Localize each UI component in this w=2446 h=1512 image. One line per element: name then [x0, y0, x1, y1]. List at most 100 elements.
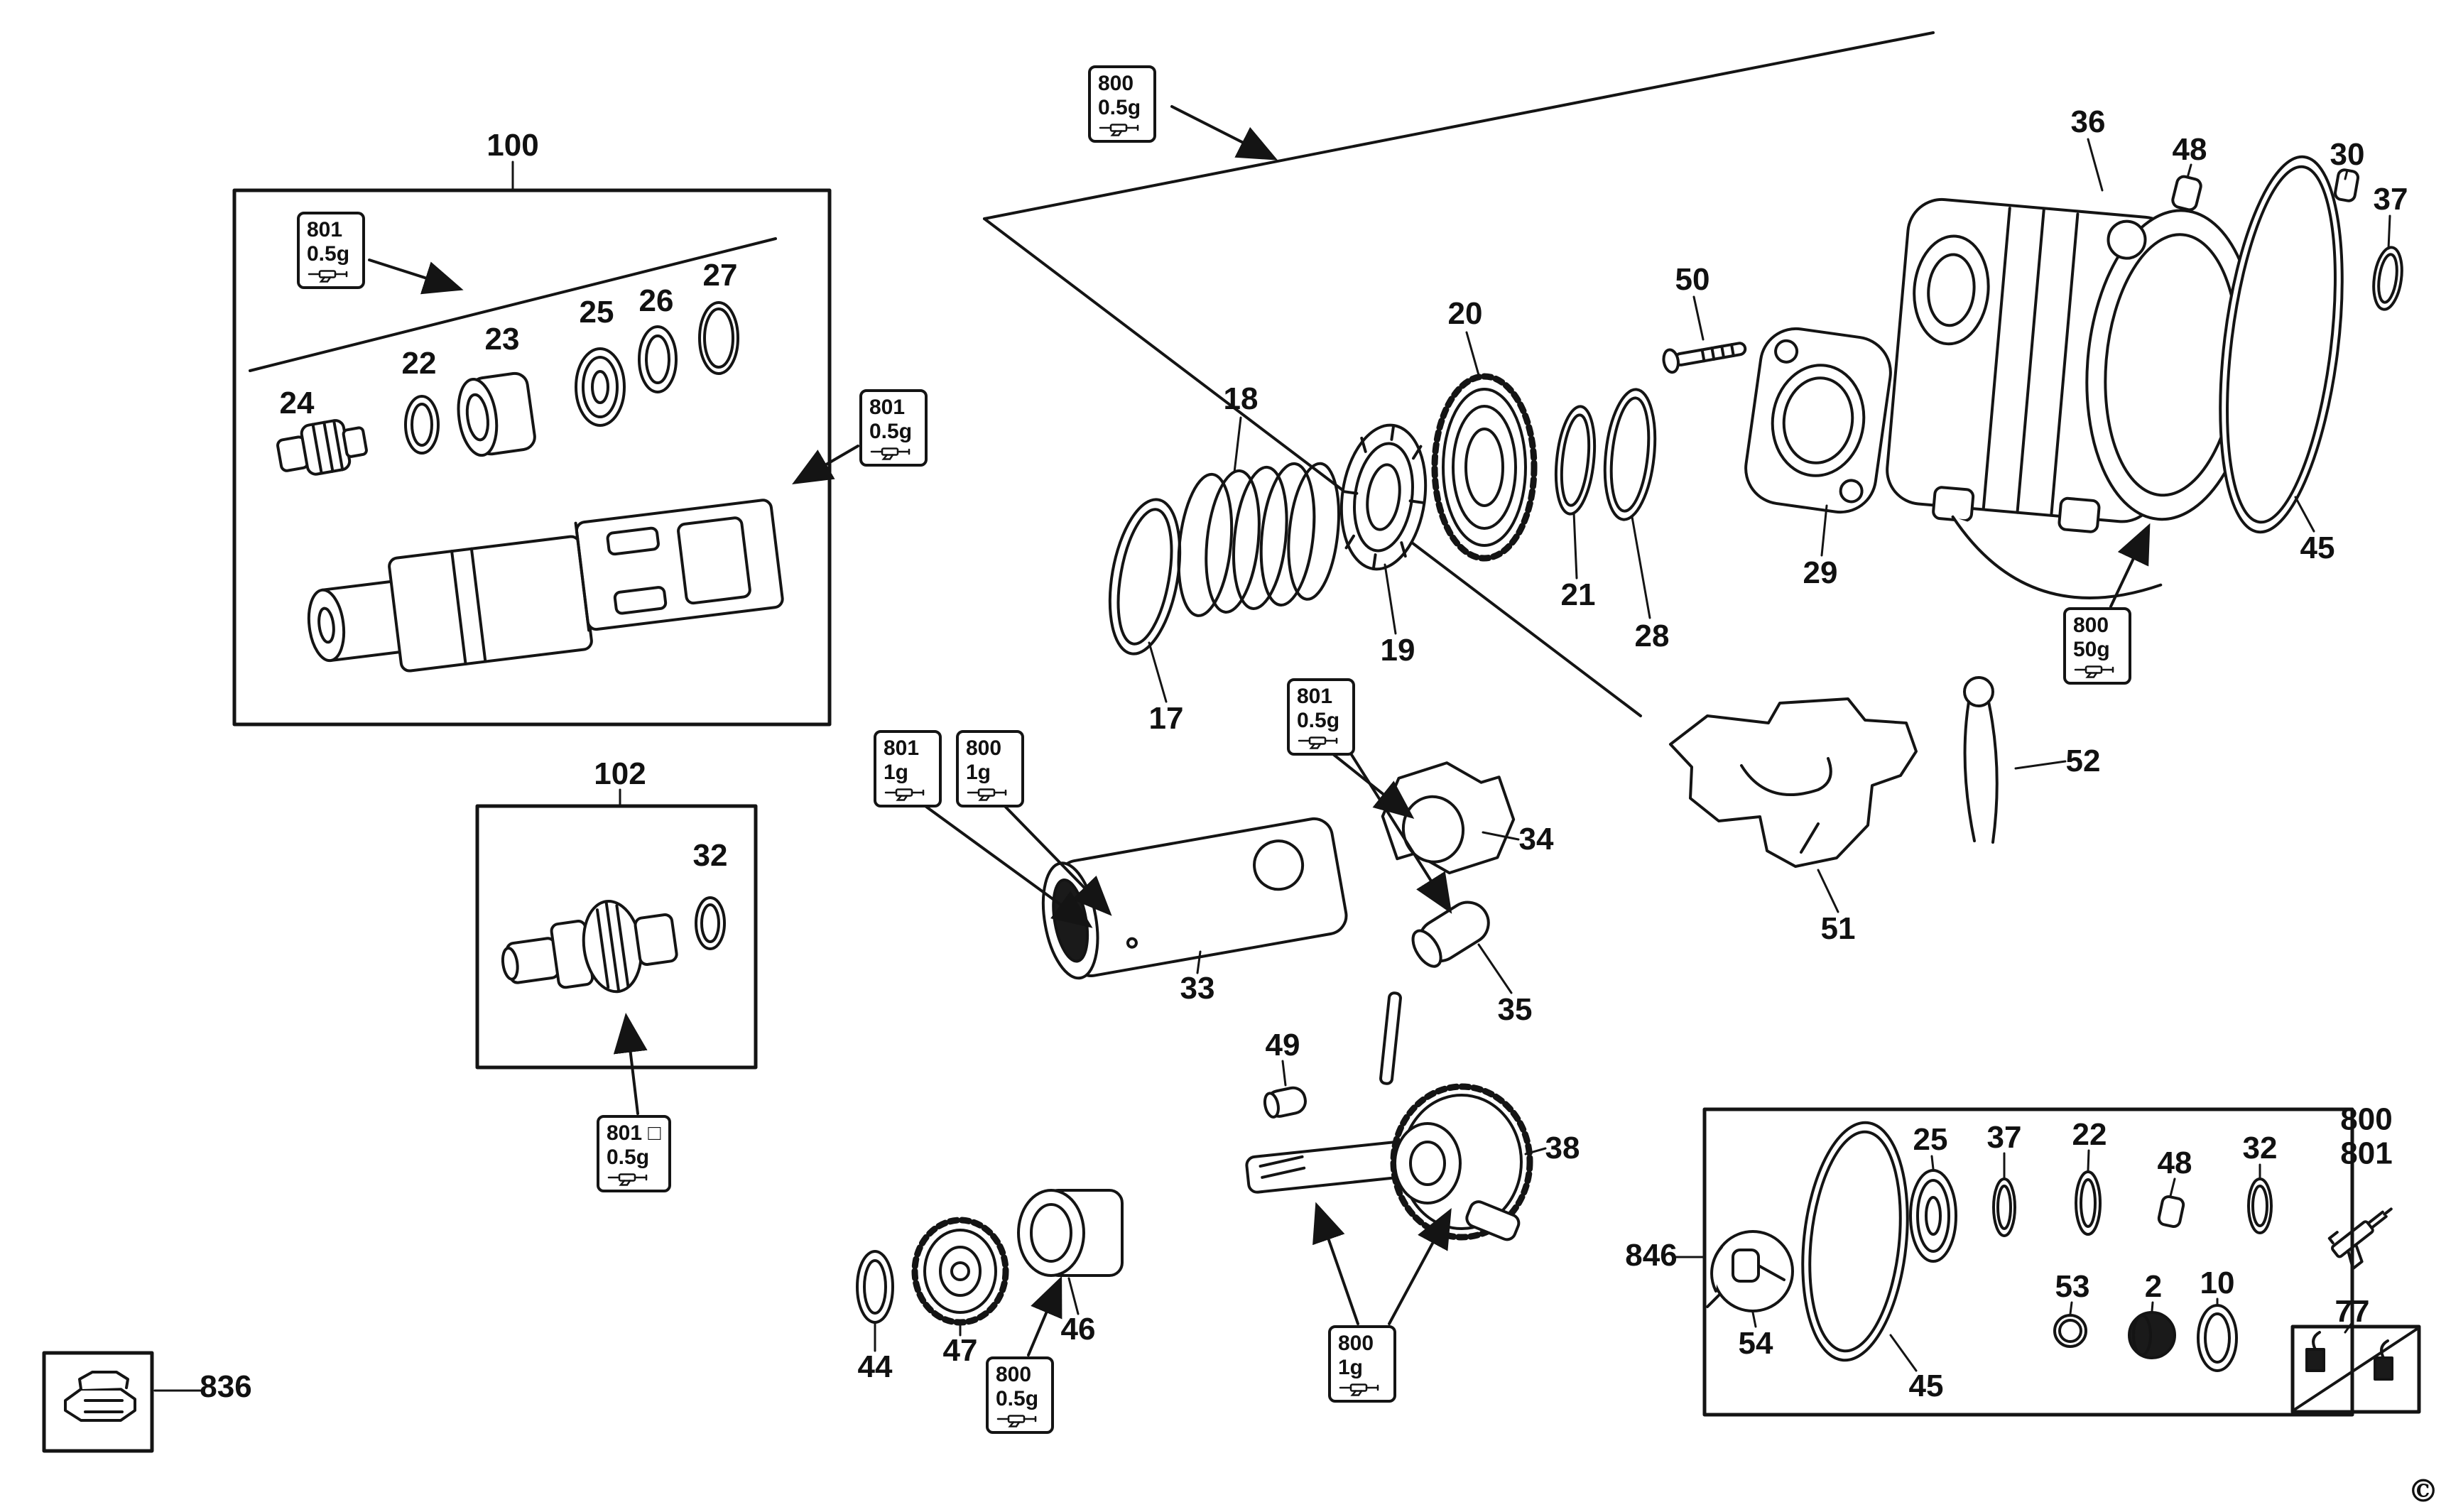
part-label-53: 53 — [2055, 1269, 2090, 1305]
part-label-23: 23 — [484, 322, 520, 357]
part-2-drawing — [2128, 1311, 2176, 1359]
part-836-drawing — [64, 1371, 136, 1422]
grease-gun-icon — [1099, 124, 1139, 136]
part-label-102: 102 — [594, 756, 646, 792]
part-23-drawing — [457, 371, 536, 457]
part-32b-drawing — [2247, 1177, 2273, 1234]
part-37b-drawing — [1992, 1177, 2016, 1237]
part-label-24: 24 — [279, 386, 315, 421]
part-label-50: 50 — [1675, 262, 1710, 298]
grease-code: 800 — [2073, 614, 2109, 637]
grease-callout-ram-800: 800 1g — [956, 730, 1024, 808]
part-label-49: 49 — [1265, 1028, 1300, 1063]
copyright-symbol: © — [2408, 1473, 2439, 1510]
grease-code: 800 — [966, 736, 1002, 760]
part-label-29: 29 — [1803, 555, 1838, 591]
part-label-28: 28 — [1634, 619, 1670, 654]
part-18-drawing — [1177, 462, 1340, 617]
grease-gun-icon — [1298, 736, 1338, 749]
grease-amount: 0.5g — [607, 1145, 650, 1169]
part-label-48-b: 48 — [2157, 1146, 2192, 1181]
grease-callout-crank: 800 1g — [1328, 1325, 1396, 1403]
grease-code: 800 — [1098, 72, 1134, 95]
part-label-33: 33 — [1180, 971, 1215, 1006]
grease-code: 801 □ — [607, 1121, 661, 1145]
grease-gun-icon — [607, 1173, 648, 1186]
grease-callout-spindle-102: 801 □ 0.5g — [597, 1115, 671, 1193]
part-24-drawing — [276, 419, 368, 476]
part-25-drawing — [575, 347, 626, 427]
part-label-10: 10 — [2200, 1266, 2235, 1301]
part-label-45-b: 45 — [1908, 1369, 1944, 1404]
part-label-44: 44 — [857, 1349, 893, 1385]
part-label-21: 21 — [1560, 577, 1596, 613]
grease-arrows — [368, 105, 2151, 1356]
grease-callout-box100: 801 0.5g — [297, 212, 365, 290]
grease-code-801: 801 — [2340, 1136, 2393, 1170]
grease-amount: 50g — [2073, 637, 2110, 661]
part-34-drawing — [1381, 761, 1516, 875]
part-label-20: 20 — [1447, 296, 1483, 332]
part-37-drawing — [2372, 246, 2403, 311]
grease-gun-icon-large — [2327, 1207, 2393, 1271]
grease-code: 801 — [884, 736, 920, 760]
part-10-drawing — [2197, 1304, 2238, 1372]
part-label-51: 51 — [1820, 911, 1856, 947]
part-21-drawing — [1554, 405, 1597, 516]
part-35-drawing — [1411, 901, 1490, 968]
grease-gun-icon — [996, 1415, 1037, 1427]
part-52-drawing — [1963, 676, 1999, 844]
part-label-22-b: 22 — [2072, 1117, 2107, 1153]
part-label-37-b: 37 — [1986, 1120, 2022, 1155]
part-label-37: 37 — [2373, 182, 2408, 217]
part-38-drawing — [1245, 991, 1533, 1241]
grease-gun-icon — [1339, 1383, 1379, 1396]
grease-callout-barrel: 801 0.5g — [859, 389, 928, 467]
part-label-25-b: 25 — [1913, 1122, 1948, 1158]
grease-code: 801 — [869, 396, 906, 419]
part-32-drawing — [695, 896, 726, 950]
grease-amount: 0.5g — [996, 1386, 1039, 1410]
part-label-800-801: 800 801 — [2340, 1102, 2392, 1170]
grease-gun-icon — [870, 447, 911, 460]
part-26-drawing — [638, 325, 678, 393]
part-25b-drawing — [1909, 1169, 1957, 1263]
grease-gun-icon — [967, 788, 1007, 801]
part-label-22: 22 — [401, 346, 437, 381]
grease-code: 800 — [996, 1363, 1032, 1386]
part-label-52: 52 — [2065, 744, 2101, 779]
part-label-36: 36 — [2070, 104, 2106, 140]
part-22-drawing — [404, 395, 440, 455]
part-19-drawing — [1339, 423, 1428, 571]
part-54-drawing — [1706, 1230, 1794, 1312]
part-label-836: 836 — [200, 1369, 252, 1405]
part-barrel-drawing — [307, 499, 784, 673]
part-label-27: 27 — [702, 258, 738, 293]
part-label-38: 38 — [1545, 1131, 1580, 1166]
grease-code-800: 800 — [2340, 1102, 2393, 1137]
part-45b-drawing — [1801, 1121, 1909, 1362]
part-label-32: 32 — [692, 838, 728, 874]
part-53-drawing — [2053, 1314, 2087, 1348]
part-51-drawing — [1669, 697, 1918, 868]
part-22b-drawing — [2075, 1170, 2102, 1236]
grease-amount: 0.5g — [1297, 708, 1340, 732]
part-label-35: 35 — [1497, 992, 1533, 1028]
part-29-drawing — [1744, 327, 1892, 514]
part-48-drawing — [2171, 175, 2202, 212]
part-label-17: 17 — [1148, 701, 1184, 736]
grease-amount: 1g — [1338, 1355, 1364, 1379]
part-label-30: 30 — [2330, 137, 2365, 173]
grease-amount: 1g — [966, 760, 991, 784]
part-label-45: 45 — [2300, 531, 2335, 566]
part-label-26: 26 — [638, 283, 674, 319]
leader-lines — [153, 138, 2391, 1392]
part-label-47: 47 — [942, 1333, 978, 1369]
part-label-100: 100 — [487, 128, 539, 163]
grease-callout-ram-801: 801 1g — [874, 730, 942, 808]
grease-code: 800 — [1338, 1332, 1374, 1355]
grease-amount: 0.5g — [1098, 95, 1141, 119]
part-28-drawing — [1603, 388, 1657, 521]
part-label-54: 54 — [1738, 1326, 1773, 1361]
